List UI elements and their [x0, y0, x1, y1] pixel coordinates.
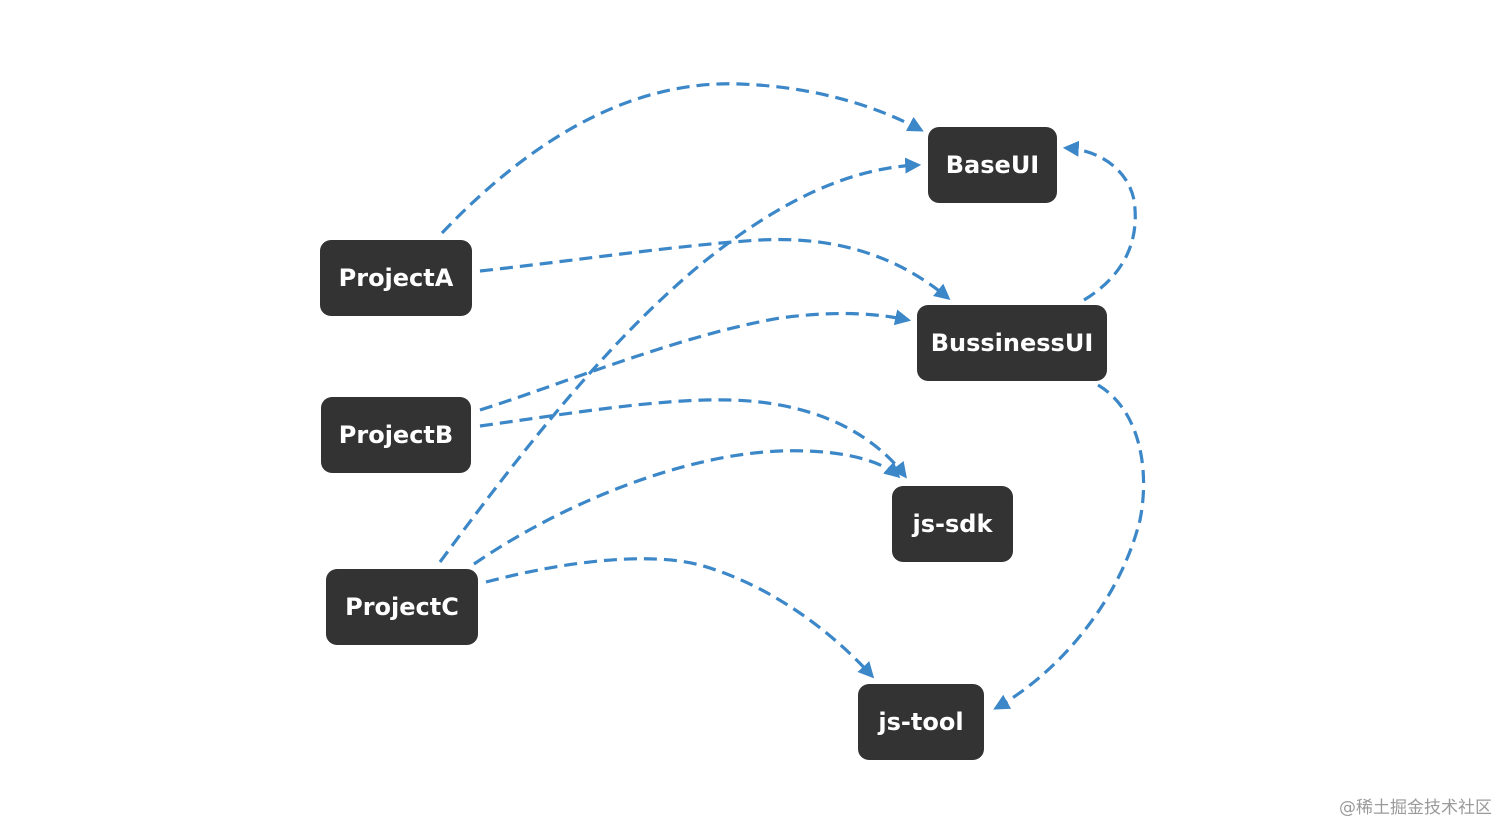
edge-projecta-bussinessui	[479, 237, 951, 301]
node-jssdk: js-sdk	[892, 486, 1013, 562]
edge-projectc-baseui	[438, 157, 922, 563]
edge-projectc-jstool	[485, 557, 875, 679]
node-projecta-label: ProjectA	[338, 264, 454, 292]
edge-bussinessui-jstool	[993, 383, 1146, 710]
watermark: @稀土掘金技术社区	[1339, 798, 1492, 818]
node-bussinessui: BussinessUI	[917, 305, 1107, 381]
node-projectc-label: ProjectC	[345, 593, 459, 621]
edge-bussinessui-baseui	[1062, 140, 1137, 302]
edge-projectb-bussinessui	[479, 309, 912, 412]
edge-projecta-baseui	[440, 82, 924, 235]
node-bussinessui-label: BussinessUI	[930, 329, 1094, 357]
edge-projectb-jssdk	[479, 398, 907, 479]
node-baseui-label: BaseUI	[945, 151, 1040, 179]
node-jstool-label: js-tool	[878, 708, 964, 736]
node-projectc: ProjectC	[326, 569, 478, 645]
node-jssdk-label: js-sdk	[912, 510, 993, 538]
node-baseui: BaseUI	[928, 127, 1057, 203]
node-projectb: ProjectB	[321, 397, 471, 473]
node-projectb-label: ProjectB	[338, 421, 454, 449]
node-projecta: ProjectA	[320, 240, 472, 316]
node-jstool: js-tool	[858, 684, 984, 760]
edge-projectc-jssdk	[473, 449, 901, 566]
